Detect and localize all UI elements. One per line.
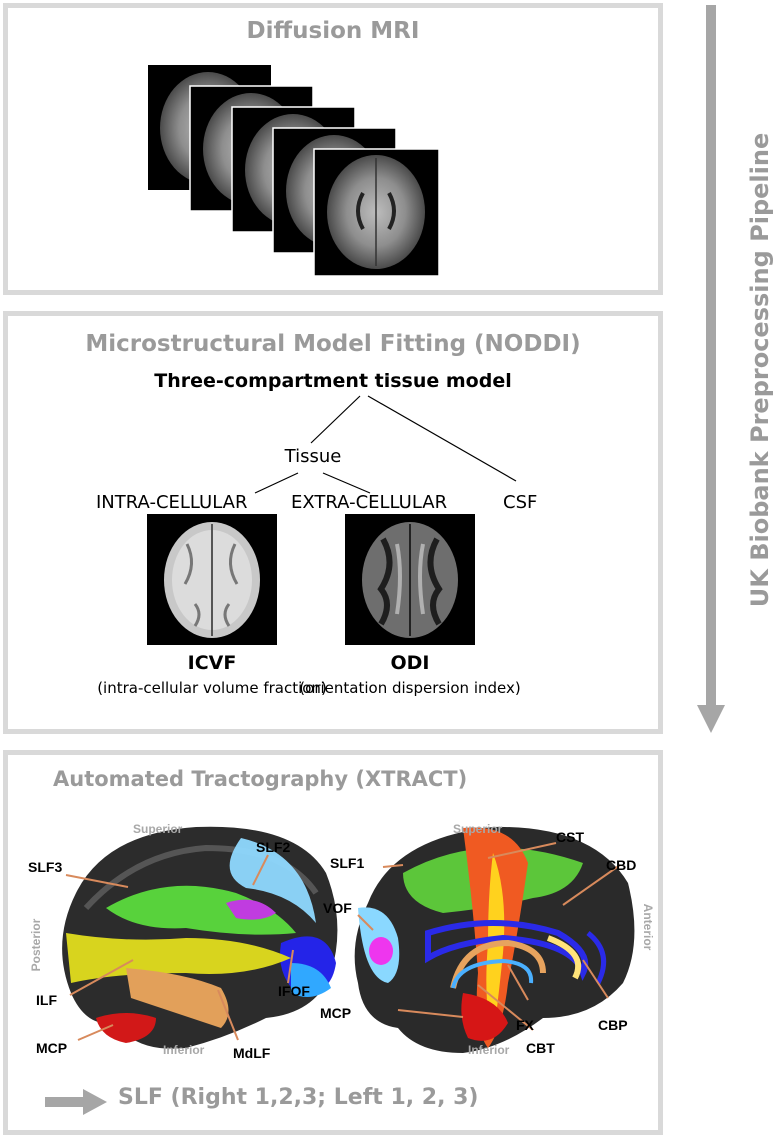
tract-mcp-right: MCP (320, 1005, 352, 1021)
icvf-description: (intra-cellular volume fraction) (97, 679, 327, 697)
orient-inferior-right: Inferior (468, 1043, 510, 1057)
panel-title-noddi: Microstructural Model Fitting (NODDI) (85, 331, 581, 357)
tract-mdlf: MdLF (233, 1045, 271, 1061)
panel-diffusion-mri: Diffusion MRI (3, 3, 663, 295)
tract-mcp-left: MCP (36, 1040, 68, 1056)
tract-ilf: ILF (36, 992, 57, 1008)
tract-cbd: CBD (606, 857, 637, 873)
pipeline-label: UK Biobank Preprocessing Pipeline (746, 132, 774, 608)
tract-slf2: SLF2 (256, 839, 291, 855)
node-intra-cellular: INTRA-CELLULAR (96, 492, 248, 513)
tract-ifof: IFOF (278, 983, 310, 999)
tract-slf3: SLF3 (28, 859, 63, 875)
dmri-stack (148, 65, 440, 277)
odi-map (345, 514, 475, 645)
panel-xtract: Automated Tractography (XTRACT) Superior… (3, 750, 663, 1135)
model-title: Three-compartment tissue model (154, 370, 512, 392)
brain-lateral-view (62, 826, 338, 1049)
orient-superior-right: Superior (453, 822, 503, 836)
pipeline-down-arrow-icon (697, 5, 725, 733)
tract-cst: CST (556, 829, 584, 845)
tract-cbp: CBP (598, 1017, 628, 1033)
tract-slf1: SLF1 (330, 855, 365, 871)
tract-fx: FX (516, 1017, 534, 1033)
icvf-map (147, 514, 277, 645)
dmri-slice-5 (313, 148, 440, 277)
odi-label: ODI (390, 652, 430, 674)
node-extra-cellular: EXTRA-CELLULAR (291, 492, 448, 513)
brain-medial-view (354, 826, 635, 1053)
model-tree-lines (254, 395, 517, 494)
panel-noddi: Microstructural Model Fitting (NODDI) Th… (3, 311, 663, 734)
tract-cbt: CBT (526, 1040, 555, 1056)
tract-leader-lines (65, 842, 621, 1041)
odi-description: (orientation dispersion index) (299, 679, 521, 697)
orient-superior-left: Superior (133, 822, 183, 836)
panel-title-xtract: Automated Tractography (XTRACT) (53, 767, 468, 791)
arrow-right-icon (45, 1089, 107, 1115)
node-tissue: Tissue (284, 446, 342, 467)
panel-title-diffusion: Diffusion MRI (246, 18, 420, 44)
node-csf: CSF (503, 492, 538, 513)
tract-vof: VOF (323, 900, 352, 916)
icvf-label: ICVF (187, 652, 237, 674)
orient-inferior-left: Inferior (163, 1043, 205, 1057)
slf-note: SLF (Right 1,2,3; Left 1, 2, 3) (118, 1085, 479, 1110)
